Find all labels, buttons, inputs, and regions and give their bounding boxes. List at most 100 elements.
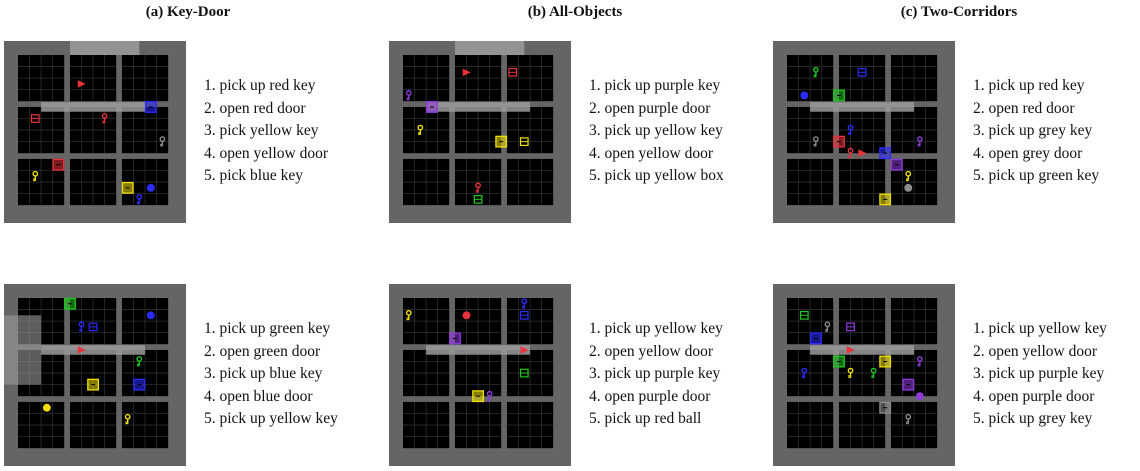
corridor-path [41, 345, 146, 355]
green-box-icon [799, 310, 809, 320]
grey-key-icon [905, 413, 912, 425]
green-key-icon [870, 367, 877, 378]
corridor-path [810, 102, 915, 112]
red-box-icon [30, 114, 40, 123]
purple-door-icon [890, 158, 903, 171]
step-item: 2. open yellow door [589, 342, 713, 360]
yellow-door-icon [495, 135, 508, 148]
purple-key-icon [916, 136, 923, 147]
red-door-icon [52, 158, 65, 171]
green-box-icon [519, 368, 529, 378]
step-item: 4. open blue door [204, 387, 313, 405]
step-item: 3. pick up yellow key [589, 122, 723, 140]
step-item: 1. pick up red key [973, 77, 1085, 94]
blue-box-icon [857, 67, 867, 77]
step-item: 5. pick up red ball [589, 410, 702, 428]
red-box-icon [508, 67, 518, 77]
step-item: 3. pick up blue key [204, 365, 323, 383]
step-item: 3. pick up purple key [973, 365, 1105, 383]
blue-box-icon [88, 322, 98, 332]
red-key-icon [101, 113, 108, 124]
yellow-ball-icon [42, 403, 51, 412]
green-box-icon [473, 195, 483, 204]
corridor-path [426, 102, 531, 112]
yellow-key-icon [417, 124, 424, 135]
blue-key-icon [78, 321, 85, 332]
grid-all-objects-1 [389, 41, 571, 223]
title-all-objects: (b) All-Objects [527, 4, 623, 20]
blue-ball-icon [146, 311, 155, 320]
green-door-icon [833, 89, 845, 102]
purple-door-icon [425, 101, 438, 113]
steps-key-door-1: 1. pick up red key 2. open red door 3. p… [204, 75, 328, 188]
yellow-door-icon [472, 390, 485, 403]
blue-door-icon [133, 378, 146, 391]
purple-door-icon [902, 378, 915, 391]
green-door-icon [64, 297, 76, 310]
steps-all-objects-1: 1. pick up purple key 2. open purple doo… [589, 75, 724, 188]
red-key-icon [475, 182, 481, 193]
red-key-icon [847, 147, 854, 159]
yellow-key-icon [32, 170, 39, 182]
step-item: 5. pick up grey key [973, 410, 1093, 428]
step-item: 5. pick up green key [973, 167, 1100, 185]
red-door-icon [833, 135, 845, 148]
step-item: 4. open purple door [973, 387, 1095, 405]
blue-door-icon [144, 101, 157, 113]
grid-two-corridors-1 [773, 41, 955, 223]
yellow-door-icon [879, 193, 892, 206]
corridor-path [810, 345, 915, 355]
yellow-key-icon [847, 367, 854, 378]
title-two-corridors: (c) Two-Corridors [900, 4, 1018, 20]
steps-two-corridors-2: 1. pick up yellow key 2. open yellow doo… [973, 318, 1107, 431]
yellow-door-icon [879, 355, 892, 368]
grey-key-icon [812, 136, 819, 147]
grey-ball-icon [904, 183, 913, 192]
yellow-key-icon [905, 170, 912, 182]
step-item: 5. pick up yellow key [204, 410, 338, 428]
grey-door-icon [879, 401, 892, 414]
grid-key-door-2 [4, 284, 186, 466]
step-item: 2. open yellow door [973, 342, 1097, 360]
grid-key-door-1 [4, 41, 186, 223]
green-key-icon [812, 66, 819, 78]
blue-key-icon [801, 367, 808, 378]
purple-ball-icon [915, 392, 924, 401]
purple-key-icon [916, 356, 923, 367]
agent-triangle-icon [77, 80, 86, 88]
green-key-icon [136, 356, 143, 367]
step-item: 4. open yellow door [204, 144, 328, 162]
grid-two-corridors-2 [773, 284, 955, 466]
grey-key-icon [824, 321, 831, 332]
agent-triangle-icon [462, 68, 471, 77]
blue-box-icon [519, 310, 529, 320]
agent-triangle-icon [846, 346, 855, 354]
step-item: 5. pick up yellow box [589, 167, 724, 185]
steps-key-door-2: 1. pick up green key 2. open green door … [204, 318, 338, 431]
blue-ball-icon [800, 91, 809, 100]
corridor-path [426, 345, 531, 355]
red-ball-icon [462, 311, 471, 320]
agent-triangle-icon [858, 149, 867, 157]
corridor-path [41, 102, 146, 112]
yellow-key-icon [405, 309, 412, 321]
step-item: 2. open green door [204, 342, 321, 360]
blue-key-icon [847, 124, 854, 135]
step-item: 3. pick up grey key [973, 122, 1093, 140]
green-door-icon [833, 355, 845, 368]
yellow-key-icon [124, 413, 131, 425]
agent-triangle-icon [77, 346, 86, 354]
step-item: 4. open grey door [973, 144, 1083, 162]
step-item: 2. open red door [973, 99, 1075, 117]
blue-door-icon [809, 332, 822, 345]
corridor-path [454, 41, 525, 55]
purple-box-icon [846, 322, 855, 332]
blue-door-icon [879, 147, 892, 160]
yellow-door-icon [87, 378, 100, 391]
step-item: 5. pick blue key [204, 167, 304, 185]
corridor-path [69, 41, 140, 55]
purple-key-icon [486, 390, 493, 402]
purple-door-icon [449, 332, 461, 345]
step-item: 4. open purple door [589, 387, 711, 405]
grey-key-icon [159, 136, 166, 147]
